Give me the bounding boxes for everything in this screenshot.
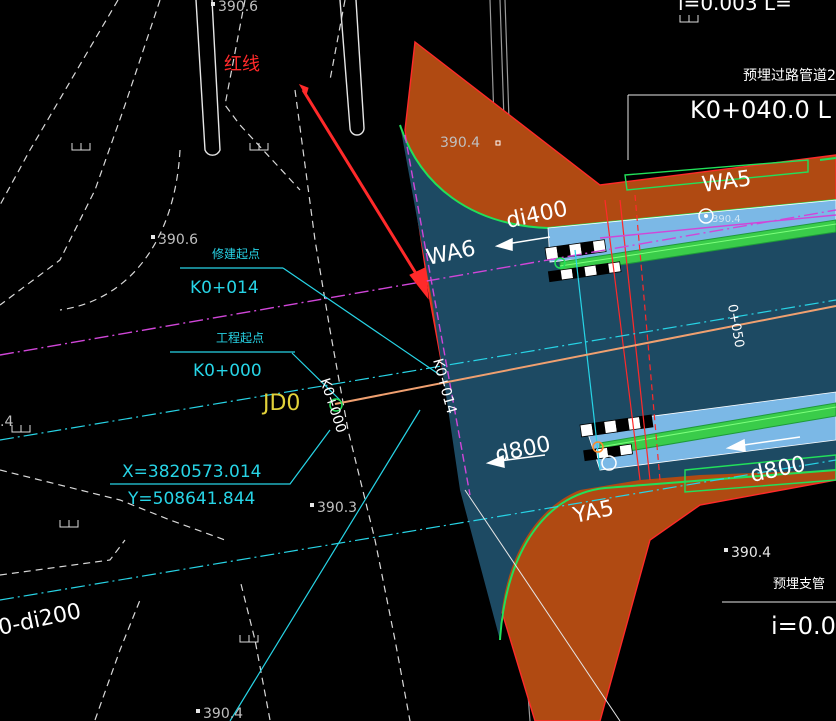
cyan-lines: [0, 249, 836, 721]
white-lines: [464, 489, 621, 721]
jd0-label: JD0: [261, 391, 300, 416]
curb-lines: [399, 124, 836, 641]
k0-000-station-rotated: K0+000: [316, 376, 349, 435]
right-panel-top-text: i=0.003 L=: [678, 0, 792, 15]
coord-x: X=3820573.014: [122, 462, 261, 482]
elevation-5: 390.4: [731, 545, 771, 561]
project-start-station: K0+000: [193, 361, 262, 381]
pipe-label-d1200: 0-di200: [0, 599, 83, 641]
right-panel-frame: [627, 94, 836, 603]
repair-start-label: 修建起点: [212, 246, 260, 261]
right-panel-station: K0+040.0 L: [690, 96, 831, 124]
existing-road-lines: [0, 0, 411, 721]
grass-symbols: [11, 15, 699, 643]
road-surface: [400, 125, 836, 640]
elevation-4: 390.3: [317, 500, 357, 516]
survey-markers: [329, 140, 714, 471]
checker-markers: [544, 239, 654, 462]
elevation-3: 390.6: [158, 232, 198, 248]
flow-arrows: [485, 236, 801, 468]
right-panel-branch-label: 预埋支管: [773, 577, 825, 592]
project-start-label: 工程起点: [216, 330, 264, 345]
red-line-arrow: [298, 84, 429, 300]
elevation-2: 390.4: [440, 135, 480, 151]
elevation-7: .4: [0, 414, 13, 430]
right-panel-slope: i=0.00: [771, 612, 836, 640]
elevation-1: 390.6: [218, 0, 258, 15]
spot-elevation-markers: [151, 2, 728, 713]
magenta-lines: [0, 134, 836, 496]
right-panel-embed-title: 预埋过路管道2 根d: [743, 68, 836, 84]
red-line-label: 红线: [224, 54, 260, 75]
repair-start-station: K0+014: [190, 278, 259, 298]
green-pipe-highlight: [559, 223, 836, 448]
elevation-6: 390.4: [203, 706, 243, 721]
coord-y: Y=508641.844: [127, 489, 255, 509]
road-axis: [334, 305, 836, 405]
elevation-8: 390.4: [712, 214, 741, 225]
